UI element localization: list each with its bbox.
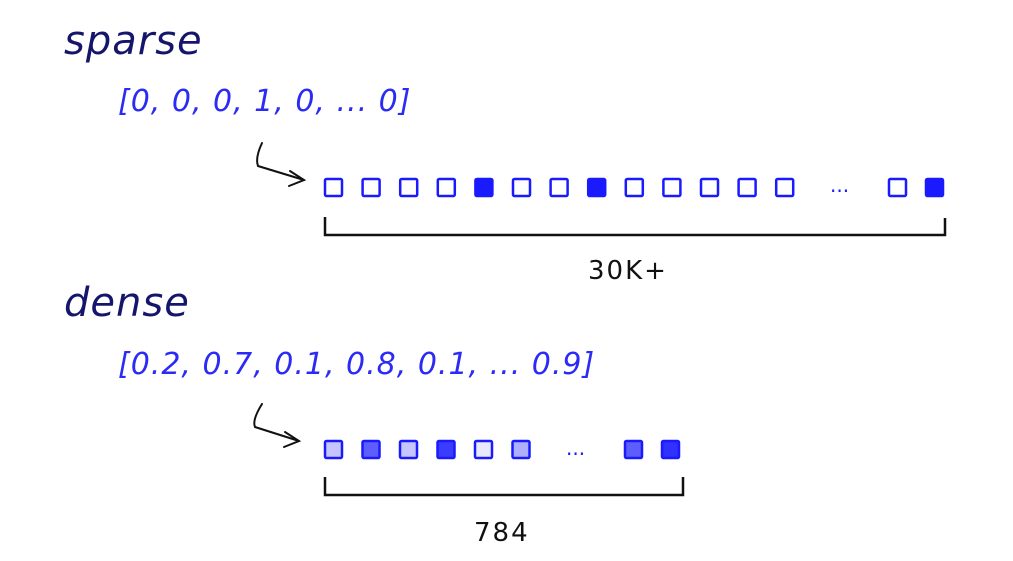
dense-cell (436, 439, 456, 460)
dense-cell (660, 439, 681, 460)
sparse-title: sparse (64, 18, 203, 64)
dense-title: dense (64, 280, 190, 326)
dense-cell (398, 439, 419, 460)
sparse-size-label: 30K+ (588, 256, 668, 286)
dense-ellipsis: ... (566, 436, 585, 460)
sparse-cell (549, 177, 569, 198)
dense-cell (623, 439, 644, 460)
sparse-cell (924, 177, 945, 198)
dense-cell (473, 439, 494, 460)
sparse-cell (511, 177, 532, 198)
sparse-cell (474, 177, 494, 198)
sparse-cell (323, 177, 344, 198)
dense-vector-text: [0.2, 0.7, 0.1, 0.8, 0.1, ... 0.9] (118, 347, 596, 382)
sparse-cell (699, 177, 720, 198)
sparse-cell (398, 177, 419, 198)
dense-arrow (253, 403, 302, 448)
sparse-cell (361, 177, 381, 198)
sparse-cell (737, 177, 757, 198)
sparse-cell (774, 177, 795, 198)
sparse-cell (662, 177, 682, 198)
sparse-bracket (323, 217, 947, 237)
sparse-cell (887, 177, 908, 198)
sparse-ellipsis: ... (830, 173, 849, 197)
dense-size-label: 784 (474, 518, 530, 548)
sparse-arrow (256, 142, 307, 187)
sparse-cell (436, 177, 457, 198)
sparse-cell (586, 177, 607, 198)
dense-cell (323, 439, 344, 460)
dense-cell (511, 439, 531, 460)
dense-bracket (323, 477, 685, 497)
dense-cell (361, 439, 381, 460)
sparse-vector-text: [0, 0, 0, 1, 0, ... 0] (118, 84, 412, 119)
sparse-cell (624, 177, 645, 198)
